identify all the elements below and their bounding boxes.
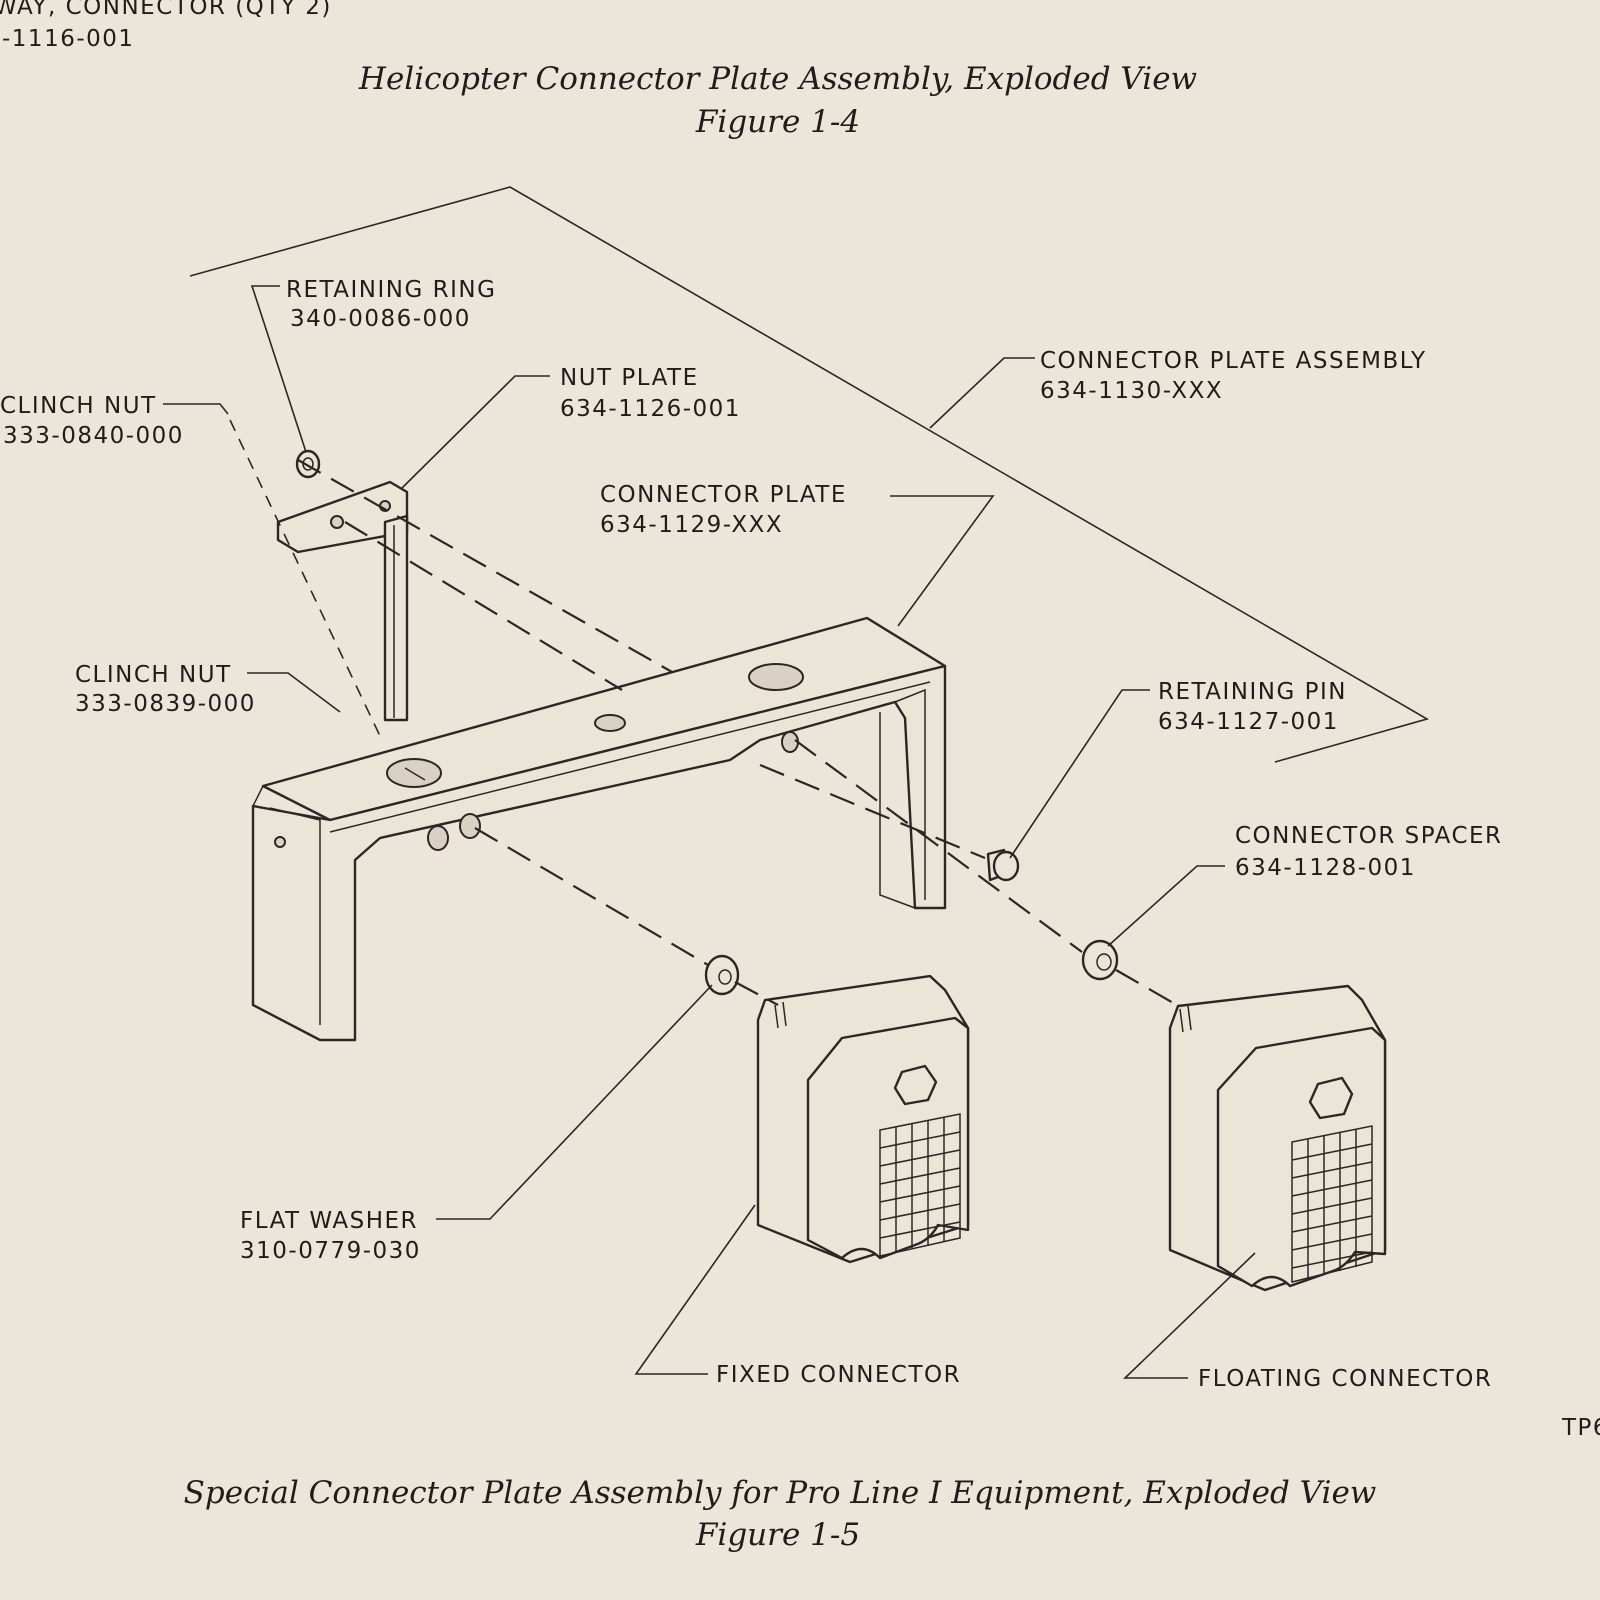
figure-1-4-title: Helicopter Connector Plate Assembly, Exp…	[358, 61, 1197, 97]
connector-plate-assembly-part-number: 634-1130-XXX	[1040, 378, 1223, 404]
connector-plate-part-number: 634-1129-XXX	[600, 512, 783, 538]
leader-lines	[163, 285, 1256, 1379]
floating-connector-label: FLOATING CONNECTOR	[1198, 1366, 1492, 1392]
nut-plate-part-number: 634-1126-001	[560, 396, 741, 422]
connector-spacer-part-number: 634-1128-001	[1235, 855, 1416, 881]
floating-connector	[1168, 984, 1387, 1292]
retaining-pin-part-number: 634-1127-001	[1158, 709, 1339, 735]
fixed-connector-grid	[879, 1113, 961, 1257]
clinch-nut-upper-part-number: 333-0840-000	[3, 423, 184, 449]
connector-plate	[251, 616, 947, 1042]
nut-plate	[276, 480, 409, 722]
header-line-2: -1116-001	[2, 26, 135, 52]
floating-connector-grid	[1291, 1125, 1373, 1283]
figure-1-4-number: Figure 1-4	[695, 104, 860, 140]
connector-plate-assembly-label: CONNECTOR PLATE ASSEMBLY	[1040, 348, 1427, 374]
connector-spacer	[1081, 939, 1119, 981]
margin-code: TP6	[1561, 1415, 1600, 1441]
retaining-pin	[986, 848, 1020, 882]
flat-washer-label: FLAT WASHER	[240, 1208, 418, 1234]
figure-1-5-number: Figure 1-5	[695, 1517, 860, 1553]
assembly-dashed-lines	[229, 419, 1183, 1009]
clinch-nut-lower-part-number: 333-0839-000	[75, 691, 256, 717]
assembly-bracket-line	[189, 186, 1430, 763]
retaining-ring-label: RETAINING RING	[286, 277, 496, 303]
nut-plate-label: NUT PLATE	[560, 365, 699, 391]
retaining-pin-label: RETAINING PIN	[1158, 679, 1347, 705]
connector-spacer-label: CONNECTOR SPACER	[1235, 823, 1503, 849]
clinch-nut-lower-label: CLINCH NUT	[75, 662, 232, 688]
connector-plate-label: CONNECTOR PLATE	[600, 482, 847, 508]
header-line-1: WAY, CONNECTOR (QTY 2)	[0, 0, 332, 20]
figure-1-5-title: Special Connector Plate Assembly for Pro…	[184, 1475, 1377, 1511]
retaining-ring-part-number: 340-0086-000	[290, 306, 471, 332]
fixed-connector-label: FIXED CONNECTOR	[716, 1362, 961, 1388]
retaining-ring	[295, 449, 321, 479]
fixed-connector	[756, 974, 970, 1264]
clinch-nut-upper-label: CLINCH NUT	[0, 393, 157, 419]
flat-washer	[704, 954, 740, 996]
flat-washer-part-number: 310-0779-030	[240, 1238, 421, 1264]
